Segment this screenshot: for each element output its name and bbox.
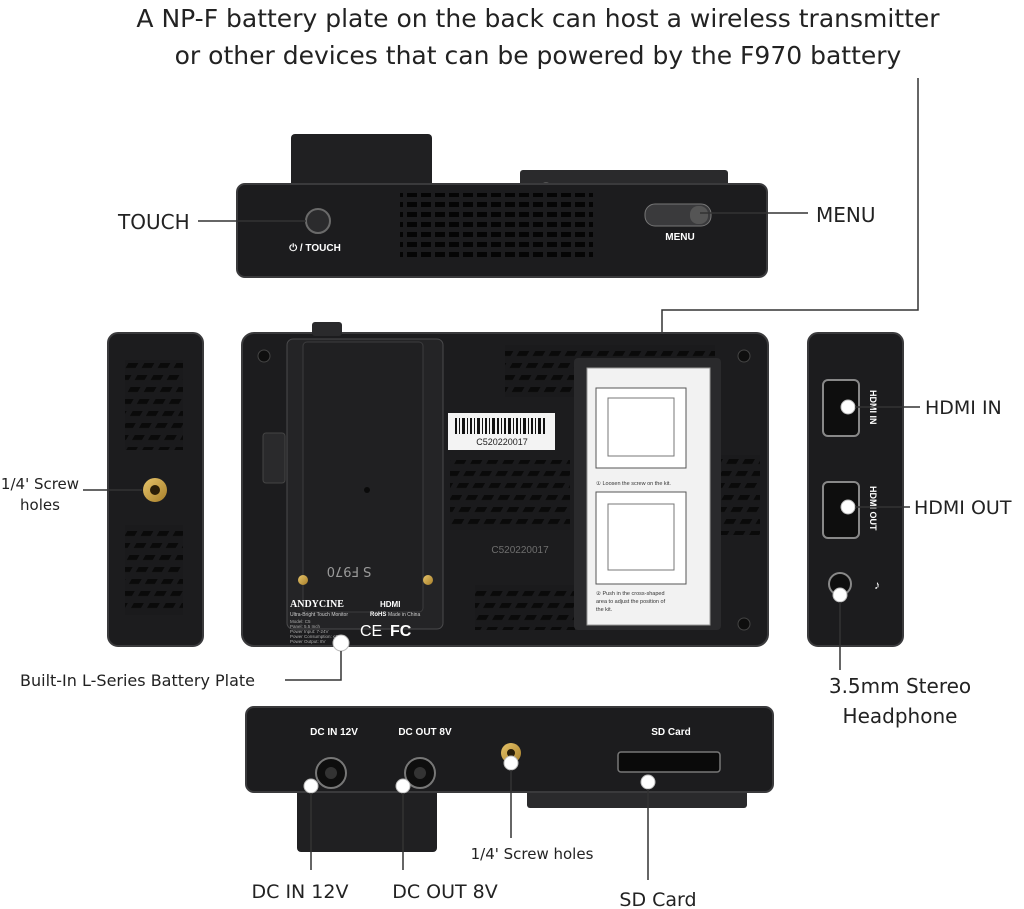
battery-block: [291, 134, 432, 190]
spec-brand: ANDYCINE: [290, 599, 344, 610]
rear-corner-screw-tr: [737, 349, 751, 363]
left-side-device: [107, 332, 204, 647]
spec-label: ANDYCINE HDMI Ultra-Bright Touch Monitor…: [290, 599, 420, 644]
spec-fc-mark: FC: [390, 623, 412, 640]
bottom-rail: [527, 790, 747, 808]
serial-sticker-number: C520220017: [476, 437, 528, 447]
dc-out-device-label: DC OUT 8V: [398, 727, 452, 738]
menu-callout-label: MENU: [816, 203, 876, 227]
menu-dial-knob: [690, 206, 708, 224]
dc-in-port-center: [325, 767, 337, 779]
battery-plate-inner: [302, 341, 424, 613]
battery-plate-latch: [262, 432, 286, 484]
card-slot-top: [595, 387, 687, 469]
card-step-1: ① Loosen the screw on the kit.: [596, 480, 671, 487]
hdmi-out-port[interactable]: [822, 481, 860, 539]
spec-rohs: RoHS: [370, 612, 386, 618]
screw-holes-callout-line1: 1/4' Screw: [1, 475, 79, 493]
bottom-screw-hole-center: [507, 749, 515, 757]
screw-holes-callout-line2: holes: [20, 496, 60, 514]
left-vent-lower: [125, 525, 183, 615]
dc-out-callout-label: DC OUT 8V: [392, 881, 498, 903]
headphone-callout-dot: [832, 587, 848, 603]
battery-terminal-right: [423, 575, 433, 585]
battery-plate-hole: [364, 487, 370, 493]
top-view-device: ⏻ / TOUCH MENU: [236, 134, 768, 278]
left-vent-upper: [125, 360, 183, 450]
menu-device-label: MENU: [665, 232, 694, 243]
rear-device: S F970 ANDYCINE HDMI Ultra-Bright Touch …: [241, 322, 769, 647]
dc-out-port-center: [414, 767, 426, 779]
card-slot-bottom: [595, 491, 687, 585]
spec-line: Power Output: 8V: [290, 639, 326, 644]
spec-hdmi-logo: HDMI: [380, 600, 400, 609]
sd-card-slot[interactable]: [617, 751, 721, 773]
rear-vent-mid: [450, 460, 570, 530]
power-touch-device-label: ⏻ / TOUCH: [289, 242, 341, 254]
battery-terminal-left: [298, 575, 308, 585]
hdmi-out-callout-label: HDMI OUT: [914, 497, 1012, 519]
spec-line: Power Consumption: ≤20W: [290, 634, 345, 639]
rear-vent-bottom: [475, 585, 575, 630]
hdmi-out-callout-dot: [840, 499, 856, 515]
headline-line-2: or other devices that can be powered by …: [175, 41, 902, 70]
spec-made-in: Made in China: [388, 612, 420, 618]
headphone-callout-line1: 3.5mm Stereo: [829, 674, 971, 698]
card-step-2-line1: ② Push in the cross-shaped: [596, 590, 665, 597]
bottom-screw-callout-dot: [503, 755, 519, 771]
headline-line-1: A NP-F battery plate on the back can hos…: [136, 4, 940, 33]
headphone-callout-line2: Headphone: [843, 704, 958, 728]
bottom-battery-block: [297, 780, 437, 852]
power-touch-button[interactable]: [305, 208, 331, 234]
card-slot-bottom-inner: [607, 503, 675, 571]
dc-in-callout-label: DC IN 12V: [252, 881, 349, 903]
battery-plate-bottom-dot: [332, 634, 350, 652]
hdmi-in-callout-dot: [840, 399, 856, 415]
rear-corner-screw-tl: [257, 349, 271, 363]
serial-barcode: [455, 418, 545, 434]
rear-vent-right: [720, 455, 760, 535]
rear-top-knob: [312, 322, 342, 336]
l-series-callout-line: [285, 651, 342, 681]
card-step-2-line2: area to adjust the position of: [596, 599, 666, 605]
right-side-device: HDMI IN HDMI OUT ♪: [807, 332, 904, 647]
dc-out-callout-dot: [395, 778, 411, 794]
hdmi-out-device-label: HDMI OUT: [868, 486, 878, 531]
battery-plate-callout-label: Built-In L-Series Battery Plate: [20, 671, 255, 690]
spec-line: Panel: 5.5 Inch: [290, 624, 321, 629]
bottom-view-device: DC IN 12V DC OUT 8V SD Card: [245, 706, 774, 852]
card-slot-top-inner: [607, 397, 675, 457]
spec-ce-mark: CE: [360, 623, 382, 640]
bottom-screw-callout-label: 1/4' Screw holes: [471, 845, 594, 863]
headphone-symbol: ♪: [874, 578, 880, 592]
card-step-2-line3: the kit.: [596, 607, 613, 613]
spec-line: Power Input: 7-24V: [290, 629, 329, 634]
sd-card-device-label: SD Card: [651, 727, 690, 738]
rear-corner-screw-br: [737, 617, 751, 631]
touch-callout-label: TOUCH: [117, 210, 190, 234]
battery-model-print: S F970: [327, 563, 372, 578]
top-vent: [400, 193, 593, 261]
spec-subtitle: Ultra-Bright Touch Monitor: [290, 612, 348, 618]
dc-in-device-label: DC IN 12V: [310, 727, 358, 738]
serial-print: C520220017: [491, 545, 549, 556]
sd-card-callout-label: SD Card: [619, 889, 696, 909]
dc-in-callout-dot: [303, 778, 319, 794]
hdmi-in-callout-label: HDMI IN: [925, 397, 1002, 419]
spec-line: Model: C5: [290, 619, 311, 624]
sd-card-callout-dot: [640, 774, 656, 790]
left-screw-hole-center: [150, 485, 160, 495]
